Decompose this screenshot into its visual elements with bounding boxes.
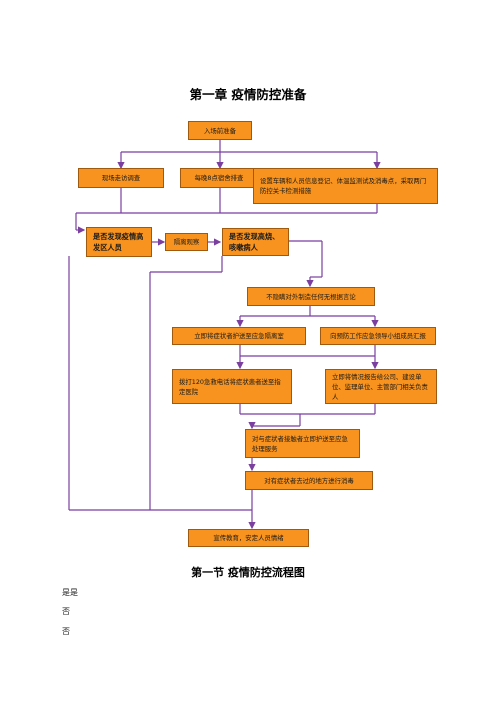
send-isolation-box: 立即将症状者护送至应急隔离室	[172, 327, 306, 345]
chapter-title: 第一章 疫情防控准备	[189, 87, 307, 102]
epidemic-area-question-box: 是否发现疫情高发区人员	[86, 227, 152, 257]
report-leader-box: 向预防工作应急领导小组成员汇报	[320, 327, 436, 345]
education-box: 宣传教育，安定人员情绪	[188, 529, 309, 547]
notify-company-box: 立即将情况报告给公司、建设单位、监理单位、主管部门相关负责人	[325, 369, 437, 404]
disinfect-box: 对有症状者去过的地方进行消毒	[245, 471, 373, 490]
call-120-box: 拨打120急救电话将症状患者送至指定医院	[172, 369, 292, 404]
registration-box: 设置车辆和人员信息登记、体温监测试及消毒点，采取两门防控关卡检测措施	[253, 168, 438, 204]
entry-prep-box: 入场前准备	[188, 121, 252, 140]
dorm-check-box: 每晚8点宿舍排查	[180, 168, 258, 188]
section-title: 第一节 疫情防控流程图	[191, 566, 305, 579]
contacts-isolate-box: 对与症状者接触者立即护送至应急处理服务	[245, 429, 360, 458]
bottom-text-2: 否	[62, 607, 70, 616]
no-conceal-box: 不隐瞒对外制造任何无根据言论	[247, 287, 375, 306]
site-visit-box: 现场走访调查	[78, 168, 164, 188]
isolate-observe-box: 隔离观察	[165, 233, 208, 251]
bottom-text-3: 否	[62, 627, 70, 636]
bottom-text-1: 是是	[62, 588, 78, 597]
fever-cough-question-box: 是否发现高烧、咳嗽病人	[222, 228, 289, 256]
